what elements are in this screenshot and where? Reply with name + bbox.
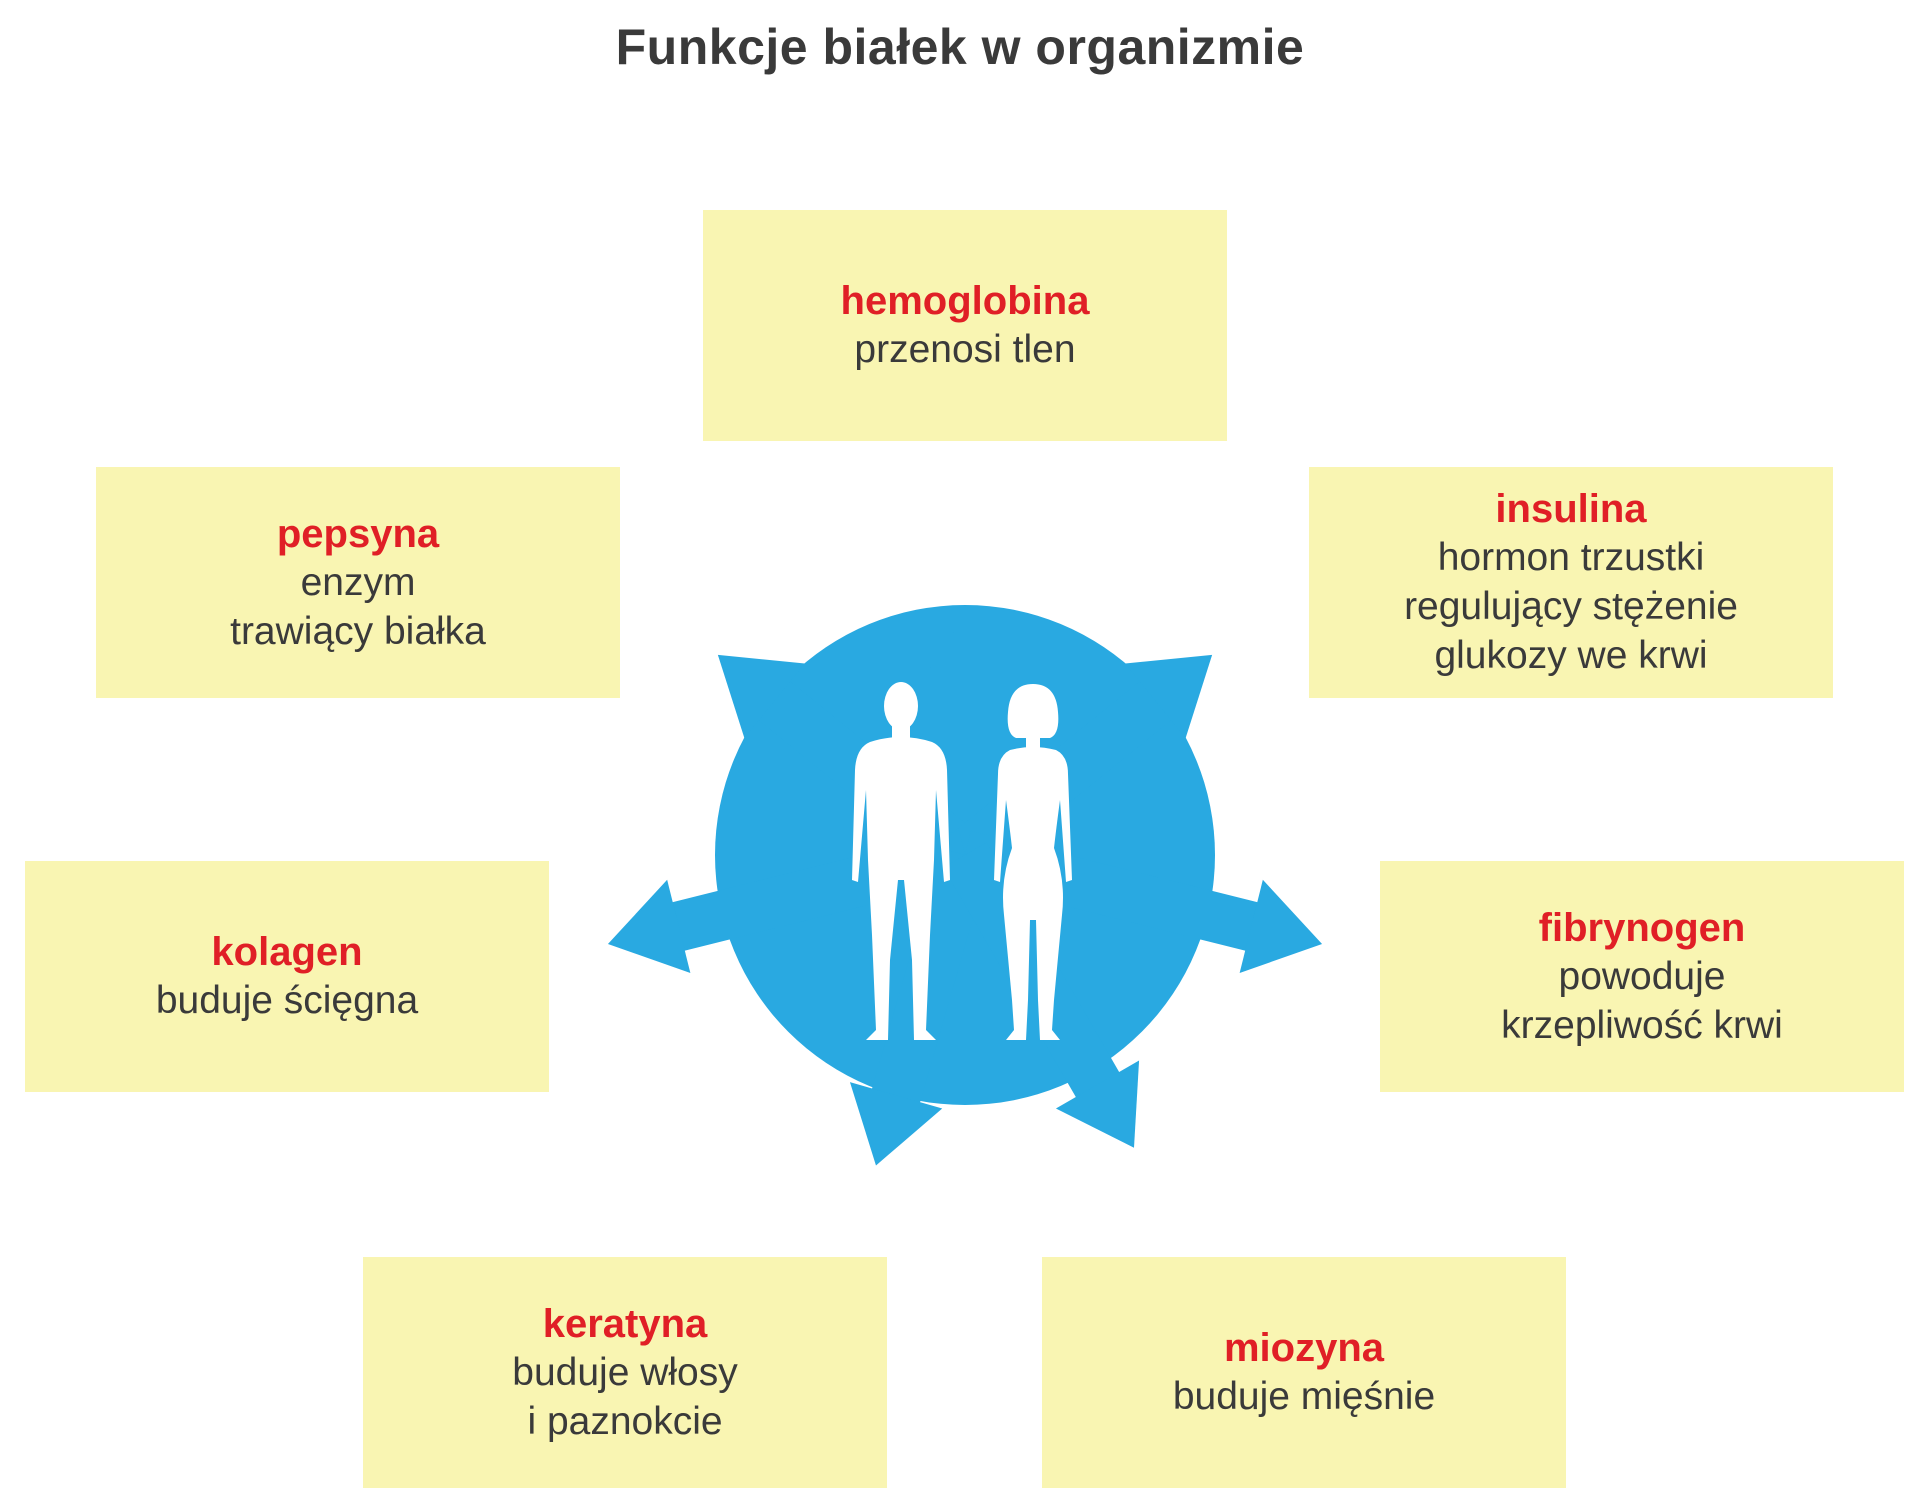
protein-box-miozyna: miozyna buduje mięśnie — [1042, 1257, 1566, 1488]
protein-description: powoduje krzepliwość krwi — [1501, 954, 1783, 1047]
protein-box-keratyna: keratyna buduje włosy i paznokcie — [363, 1257, 887, 1488]
arrow-icon — [949, 654, 1213, 875]
diagram-title: Funkcje białek w organizmie — [615, 19, 1305, 75]
arrow-icon — [717, 654, 981, 875]
protein-box-kolagen: kolagen buduje ścięgna — [25, 861, 549, 1092]
protein-name: kolagen — [211, 930, 363, 974]
protein-description: enzym trawiący białka — [230, 560, 486, 653]
protein-name: insulina — [1495, 487, 1647, 531]
protein-box-pepsyna: pepsyna enzym trawiący białka — [96, 467, 620, 698]
protein-box-insulina: insulina hormon trzustki regulujący stęż… — [1309, 467, 1833, 698]
protein-name: hemoglobina — [840, 279, 1090, 323]
protein-description: buduje mięśnie — [1172, 1375, 1436, 1418]
arrow-icon — [943, 842, 1140, 1148]
protein-box-fibrynogen: fibrynogen powoduje krzepliwość krwi — [1380, 861, 1904, 1092]
protein-description: buduje włosy i paznokcie — [512, 1350, 738, 1443]
hub-circle — [715, 605, 1215, 1105]
arrow-icon — [958, 830, 1323, 973]
female-silhouette-icon — [994, 684, 1072, 1040]
male-silhouette-icon — [852, 682, 950, 1040]
protein-name: pepsyna — [276, 511, 440, 556]
protein-description: buduje ścięgna — [155, 979, 419, 1022]
protein-description: hormon trzustki regulujący stężenie gluk… — [1404, 536, 1738, 677]
protein-description: przenosi tlen — [854, 328, 1076, 371]
arrow-icon — [849, 848, 990, 1166]
protein-box-hemoglobina: hemoglobina przenosi tlen — [703, 210, 1227, 441]
protein-name: fibrynogen — [1538, 905, 1746, 950]
arrow-icon — [919, 615, 1011, 855]
protein-name: keratyna — [542, 1301, 708, 1346]
protein-name: miozyna — [1223, 1326, 1385, 1370]
arrow-icon — [607, 830, 972, 973]
